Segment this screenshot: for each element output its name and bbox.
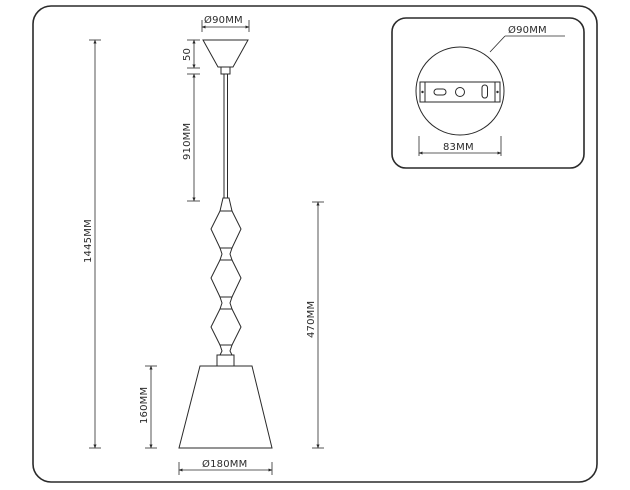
- body-height-label: 470MM: [306, 301, 317, 338]
- dim-rod-length: 910MM: [182, 73, 200, 202]
- screw-left-icon: [421, 90, 424, 94]
- shade-diameter-label: Ø180MM: [202, 458, 247, 470]
- bead-2: [210, 259, 242, 298]
- neck-3: [219, 344, 233, 356]
- dim-body-height: 470MM: [306, 201, 324, 449]
- inset-frame: [391, 17, 585, 169]
- dim-canopy-diameter: Ø90MM: [201, 14, 250, 32]
- slot-horizontal: [433, 88, 447, 96]
- neck-2: [219, 296, 233, 310]
- dim-shade-diameter: Ø180MM: [178, 458, 273, 475]
- screw-right-icon: [496, 90, 499, 94]
- total-height-label: 1445MM: [83, 219, 94, 263]
- top-connector: [219, 197, 233, 212]
- dim-total-height: 1445MM: [83, 39, 101, 449]
- center-hole: [455, 87, 465, 97]
- neck-1: [219, 247, 233, 261]
- canopy-collar: [220, 66, 231, 75]
- slot-vertical: [481, 84, 488, 99]
- dim-shade-height: 160MM: [139, 365, 157, 449]
- base-circle: [415, 46, 505, 136]
- canopy: [202, 39, 249, 68]
- outer-frame: [32, 5, 598, 483]
- lampshade: [178, 365, 273, 449]
- inset-diameter-label: Ø90MM: [508, 24, 547, 36]
- bracket-width-label: 83MM: [443, 142, 474, 153]
- bead-3: [210, 308, 242, 346]
- shade-height-label: 160MM: [139, 387, 150, 424]
- bead-1: [210, 210, 242, 249]
- lamp-elevation: [178, 39, 273, 449]
- dim-canopy-height: 50: [182, 39, 200, 69]
- canopy-diameter-label: Ø90MM: [204, 14, 243, 26]
- lamp-holder: [216, 354, 235, 367]
- canopy-height-label: 50: [182, 48, 193, 61]
- inset-detail: Ø90MM 83MM: [391, 17, 585, 169]
- leader-line: [489, 35, 506, 53]
- rod-length-label: 910MM: [182, 123, 193, 160]
- mounting-bracket: [419, 81, 501, 103]
